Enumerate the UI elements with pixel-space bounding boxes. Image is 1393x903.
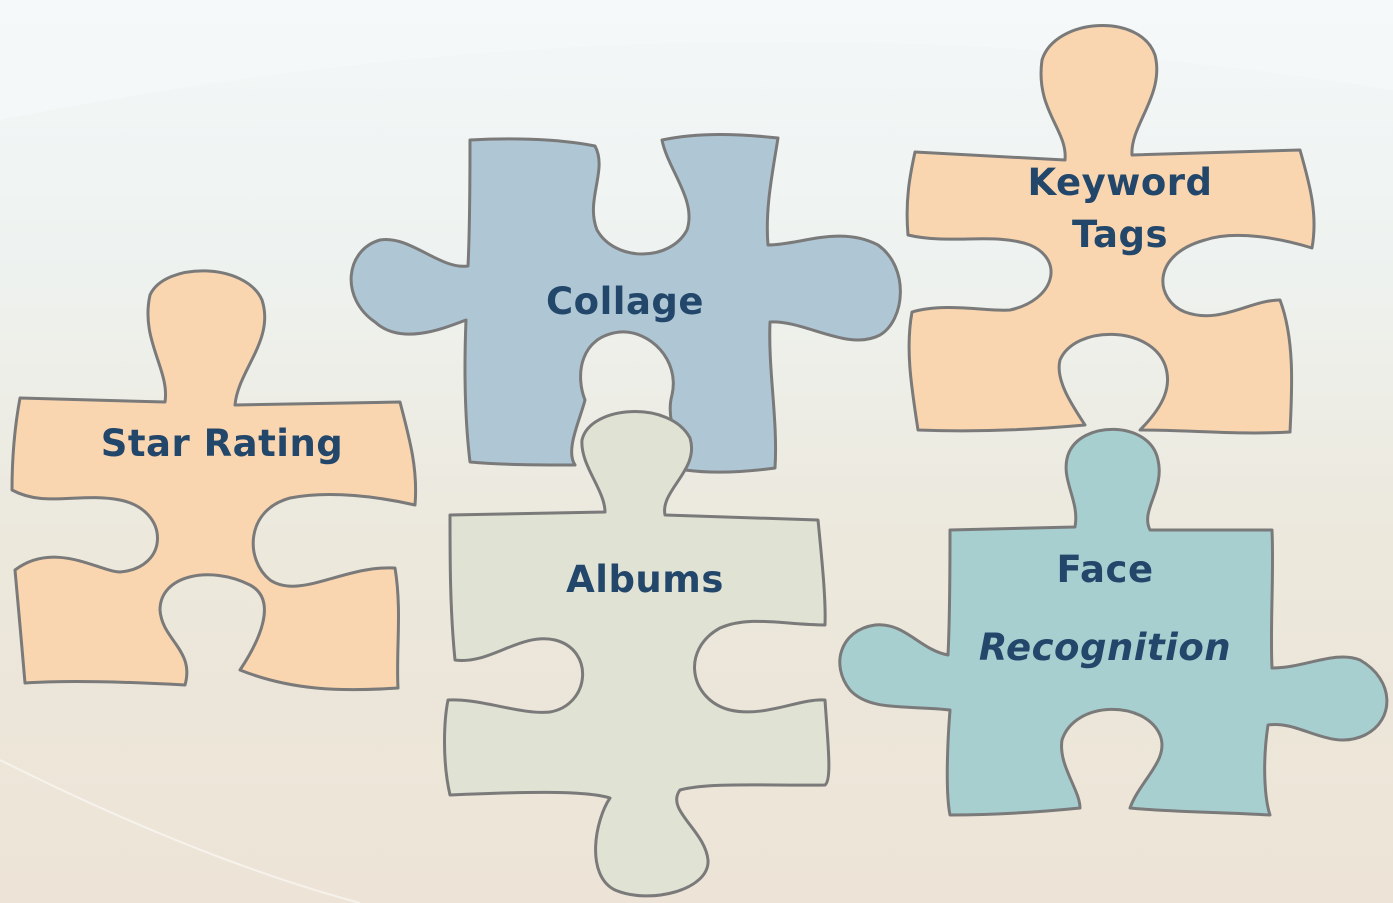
star-rating-label: Star Rating [100,422,344,465]
face-recognition-label-line2: Recognition [978,626,1232,669]
collage-piece[interactable] [349,133,902,474]
keyword-tags-label-line2: Tags [1072,213,1168,256]
keyword-tags-piece[interactable] [905,24,1316,435]
star-rating-piece[interactable] [10,269,418,692]
collage-label: Collage [546,280,704,323]
face-recognition-label-line1: Face [1056,548,1154,591]
background-arc [0,0,1393,120]
albums-label: Albums [566,558,724,601]
keyword-tags-label-line1: Keyword [1027,161,1213,204]
face-recognition-piece[interactable] [838,427,1389,817]
background-curve [0,759,361,903]
albums-piece[interactable] [443,410,831,898]
